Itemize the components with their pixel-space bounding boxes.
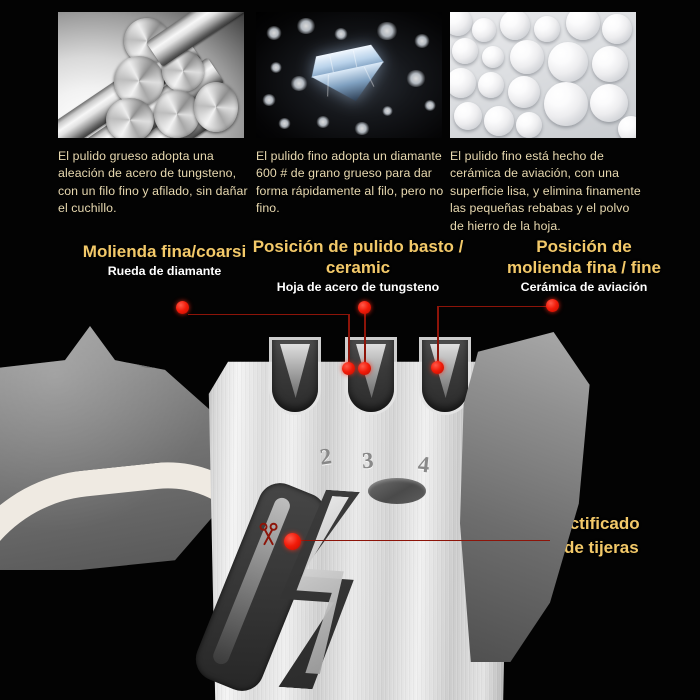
photo-diamond [256,12,442,138]
leader-line-ceramic-vertical [364,310,366,368]
caption-diamond: El pulido fino adopta un diamante 600 # … [256,149,444,216]
body-oval-emblem [368,478,426,504]
leader-dot-fine-label [546,299,559,312]
callout-label-coarse: Molienda fina/coarsi Rueda de diamante [62,241,267,280]
photo-ceramic-balls [450,12,636,138]
callout-subtitle-coarse: Rueda de diamante [107,264,222,278]
leader-dot-ceramic-label [358,301,371,314]
callout-title-ceramic-line2: ceramic [325,258,391,277]
callout-label-fine: Posición de molienda fina / fine Cerámic… [478,236,690,296]
sharpening-slot-coarse [272,340,318,412]
handle-knob [128,326,186,368]
callout-title-coarse: Molienda fina/coarsi [82,242,247,261]
leader-line-fine-horizontal [437,305,553,308]
leader-dot-fine-slot [431,361,444,374]
callout-title-fine-line1: Posición de [536,237,632,256]
callout-subtitle-fine: Cerámica de aviación [520,280,648,294]
caption-coarse: El pulido grueso adopta una aleación de … [58,149,248,216]
callout-title-ceramic-line1: Posición de pulido basto / [252,237,464,256]
leader-line-scissors-horizontal [296,539,550,542]
product-knife-sharpener: 2 3 4 [0,318,700,700]
caption-ceramic: El pulido fino está hecho de cerámica de… [450,149,641,233]
callout-title-scissors-line2: de tijeras [564,538,639,557]
slot-number-3: 3 [361,447,375,474]
callout-subtitle-ceramic: Hoja de acero de tungsteno [276,280,440,294]
leader-dot-coarse-slot [342,362,355,375]
callout-title-fine-line2: molienda fina / fine [507,258,661,277]
handle-grip-right [460,332,590,662]
leader-dot-coarse-label [176,301,189,314]
slot-number-4: 4 [416,451,431,478]
sharpening-slot-tungsten [348,340,394,412]
leader-line-coarse-vertical [348,313,350,370]
photo-tungsten-steel-rods [58,12,244,138]
leader-line-coarse-horizontal [188,313,350,316]
leader-line-fine-vertical [437,305,439,368]
leader-dot-ceramic-slot [358,362,371,375]
leader-dot-scissors [284,533,301,550]
scissors-icon [259,522,278,546]
callout-label-ceramic: Posición de pulido basto / ceramic Hoja … [248,236,468,296]
sharpening-slot-ceramic [422,340,468,412]
